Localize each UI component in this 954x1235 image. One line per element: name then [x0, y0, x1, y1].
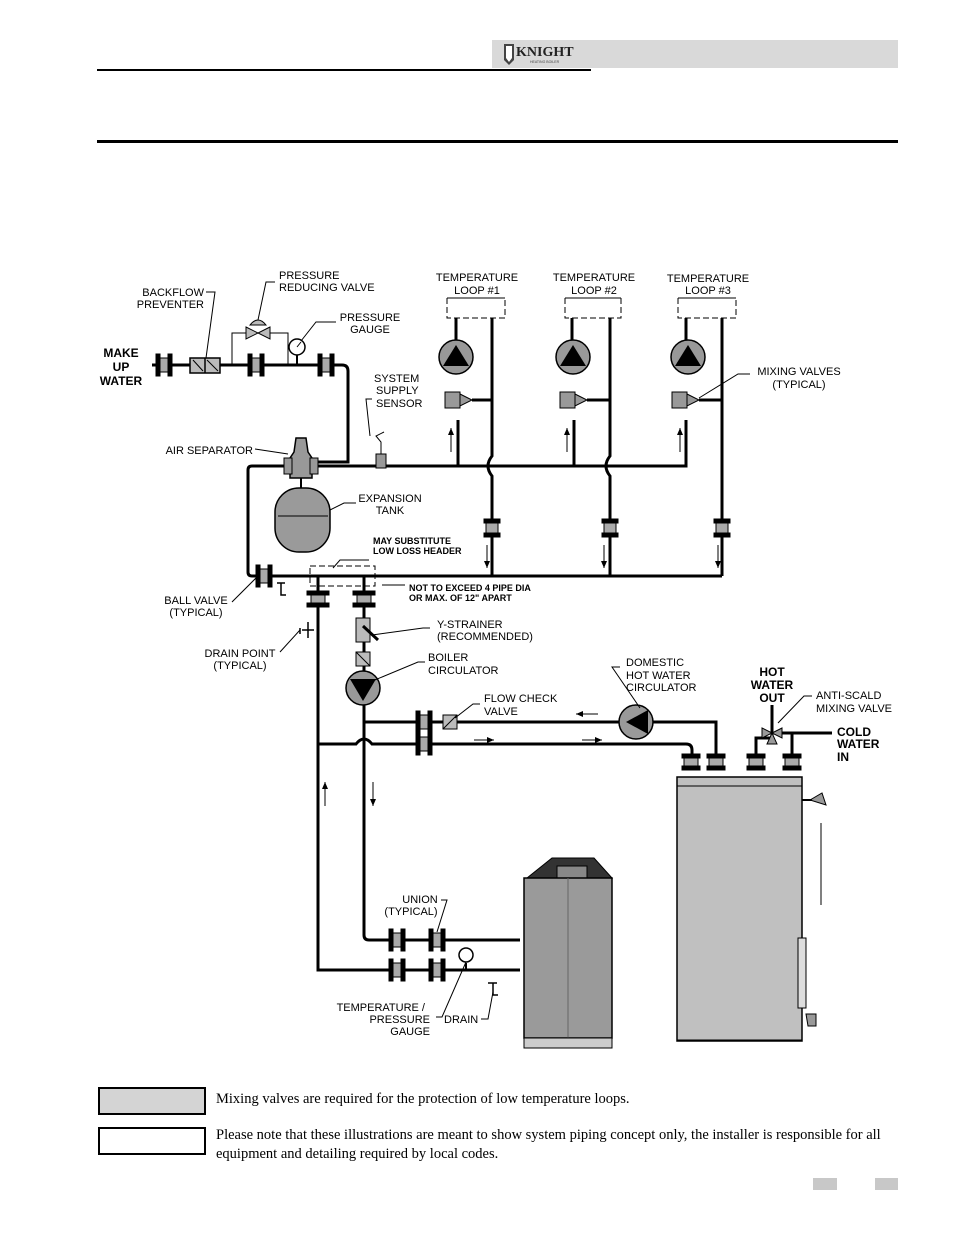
- diagram-labels: MAKE UP WATER BACKFLOW PREVENTER PRESSUR…: [100, 270, 892, 1038]
- boiler-piping: [316, 576, 718, 972]
- header-rule: [97, 69, 591, 71]
- notice-box: [98, 1127, 206, 1155]
- svg-text:WATER: WATER: [100, 374, 143, 388]
- svg-text:SYSTEM: SYSTEM: [374, 373, 419, 385]
- svg-text:PREVENTER: PREVENTER: [137, 299, 204, 311]
- svg-text:OUT: OUT: [759, 691, 785, 705]
- svg-text:IN: IN: [837, 750, 849, 764]
- system-supply-sensor: [375, 431, 387, 469]
- piping-diagram: MAKE UP WATER BACKFLOW PREVENTER PRESSUR…: [100, 270, 892, 1049]
- flow-arrows: [322, 428, 721, 806]
- y-strainer: [355, 617, 380, 643]
- footer-marker-left: [813, 1178, 837, 1190]
- make-up-water-line: [152, 332, 350, 464]
- svg-text:TANK: TANK: [376, 505, 405, 517]
- mixing-valves: [444, 391, 722, 409]
- svg-text:CIRCULATOR: CIRCULATOR: [626, 682, 697, 694]
- svg-text:ANTI-SCALD: ANTI-SCALD: [816, 690, 881, 702]
- svg-text:GAUGE: GAUGE: [390, 1026, 430, 1038]
- boiler-circulator-icon: [345, 670, 381, 706]
- flow-check-valves: [355, 651, 458, 730]
- svg-text:UP: UP: [113, 360, 130, 374]
- backflow-preventer: [189, 357, 221, 374]
- svg-text:MIXING VALVES: MIXING VALVES: [757, 366, 840, 378]
- drain-valves: [277, 582, 498, 996]
- svg-text:SENSOR: SENSOR: [376, 398, 423, 410]
- svg-text:AIR SEPARATOR: AIR SEPARATOR: [166, 445, 253, 457]
- svg-text:(TYPICAL): (TYPICAL): [169, 607, 222, 619]
- loop-circulators: [438, 339, 706, 375]
- mixing-valve-note: Mixing valves are required for the prote…: [216, 1091, 630, 1107]
- label-leaders: [205, 281, 812, 1020]
- svg-text:UNION: UNION: [402, 894, 438, 906]
- svg-text:DOMESTIC: DOMESTIC: [626, 657, 684, 669]
- section-rule: [97, 140, 898, 143]
- pressure-reducing-valve: [245, 319, 271, 340]
- svg-text:TEMPERATURE: TEMPERATURE: [667, 273, 749, 285]
- svg-text:LOOP #2: LOOP #2: [571, 285, 617, 297]
- svg-text:(TYPICAL): (TYPICAL): [213, 660, 266, 672]
- caution-box: [98, 1087, 206, 1115]
- svg-text:FLOW CHECK: FLOW CHECK: [484, 693, 558, 705]
- ball-valve: [155, 353, 802, 982]
- svg-text:COLD: COLD: [837, 725, 871, 739]
- svg-text:MIXING VALVE: MIXING VALVE: [816, 703, 892, 715]
- dhw-circulator-icon: [618, 704, 654, 740]
- svg-text:EXPANSION: EXPANSION: [358, 493, 421, 505]
- system-loop-piping: [246, 318, 724, 578]
- svg-text:NOT TO EXCEED 4 PIPE DIA: NOT TO EXCEED 4 PIPE DIA: [409, 583, 531, 593]
- boiler-unit: [523, 857, 614, 1049]
- svg-text:PRESSURE: PRESSURE: [369, 1014, 430, 1026]
- svg-text:WATER: WATER: [751, 678, 794, 692]
- svg-text:REDUCING VALVE: REDUCING VALVE: [279, 282, 375, 294]
- svg-text:VALVE: VALVE: [484, 706, 518, 718]
- svg-text:SUPPLY: SUPPLY: [376, 385, 419, 397]
- svg-text:LOW LOSS HEADER: LOW LOSS HEADER: [373, 546, 462, 556]
- svg-text:GAUGE: GAUGE: [350, 324, 390, 336]
- svg-text:BALL VALVE: BALL VALVE: [164, 595, 227, 607]
- anti-scald-valve: [761, 727, 783, 745]
- svg-text:LOOP #3: LOOP #3: [685, 285, 731, 297]
- expansion-tank: [274, 487, 331, 553]
- svg-text:WATER: WATER: [837, 737, 880, 751]
- svg-text:BACKFLOW: BACKFLOW: [142, 287, 204, 299]
- svg-text:PRESSURE: PRESSURE: [279, 270, 340, 282]
- installer-note: Please note that these illustrations are…: [216, 1127, 881, 1162]
- low-loss-header: [309, 565, 376, 587]
- svg-text:HOT: HOT: [759, 665, 785, 679]
- header-band: [492, 40, 898, 68]
- svg-text:LOOP #1: LOOP #1: [454, 285, 500, 297]
- svg-text:(TYPICAL): (TYPICAL): [384, 906, 437, 918]
- knight-logo: KNIGHT HEATING BOILER: [504, 44, 574, 65]
- indirect-water-heater: [676, 776, 827, 1042]
- svg-text:Y-STRAINER: Y-STRAINER: [437, 619, 503, 631]
- svg-text:PRESSURE: PRESSURE: [340, 312, 401, 324]
- svg-text:DRAIN: DRAIN: [444, 1014, 478, 1026]
- temp-pressure-gauge-icon: [458, 947, 474, 970]
- svg-text:BOILER: BOILER: [428, 652, 468, 664]
- svg-text:MAKE: MAKE: [103, 346, 138, 360]
- svg-text:HEATING BOILER: HEATING BOILER: [530, 60, 560, 64]
- svg-text:TEMPERATURE: TEMPERATURE: [436, 272, 518, 284]
- svg-text:(TYPICAL): (TYPICAL): [772, 379, 825, 391]
- svg-text:DRAIN POINT: DRAIN POINT: [205, 648, 276, 660]
- svg-text:HOT WATER: HOT WATER: [626, 670, 691, 682]
- svg-text:(RECOMMENDED): (RECOMMENDED): [437, 631, 533, 643]
- footer-marker-right: [875, 1178, 898, 1190]
- svg-text:TEMPERATURE /: TEMPERATURE /: [337, 1002, 426, 1014]
- air-separator: [283, 437, 319, 490]
- svg-text:CIRCULATOR: CIRCULATOR: [428, 665, 499, 677]
- svg-text:TEMPERATURE: TEMPERATURE: [553, 272, 635, 284]
- logo-text: KNIGHT: [516, 45, 574, 60]
- svg-text:MAY SUBSTITUTE: MAY SUBSTITUTE: [373, 536, 451, 546]
- svg-text:OR MAX. OF 12" APART: OR MAX. OF 12" APART: [409, 593, 512, 603]
- temperature-loop-boxes: [446, 297, 737, 319]
- pressure-gauge-icon: [288, 338, 306, 365]
